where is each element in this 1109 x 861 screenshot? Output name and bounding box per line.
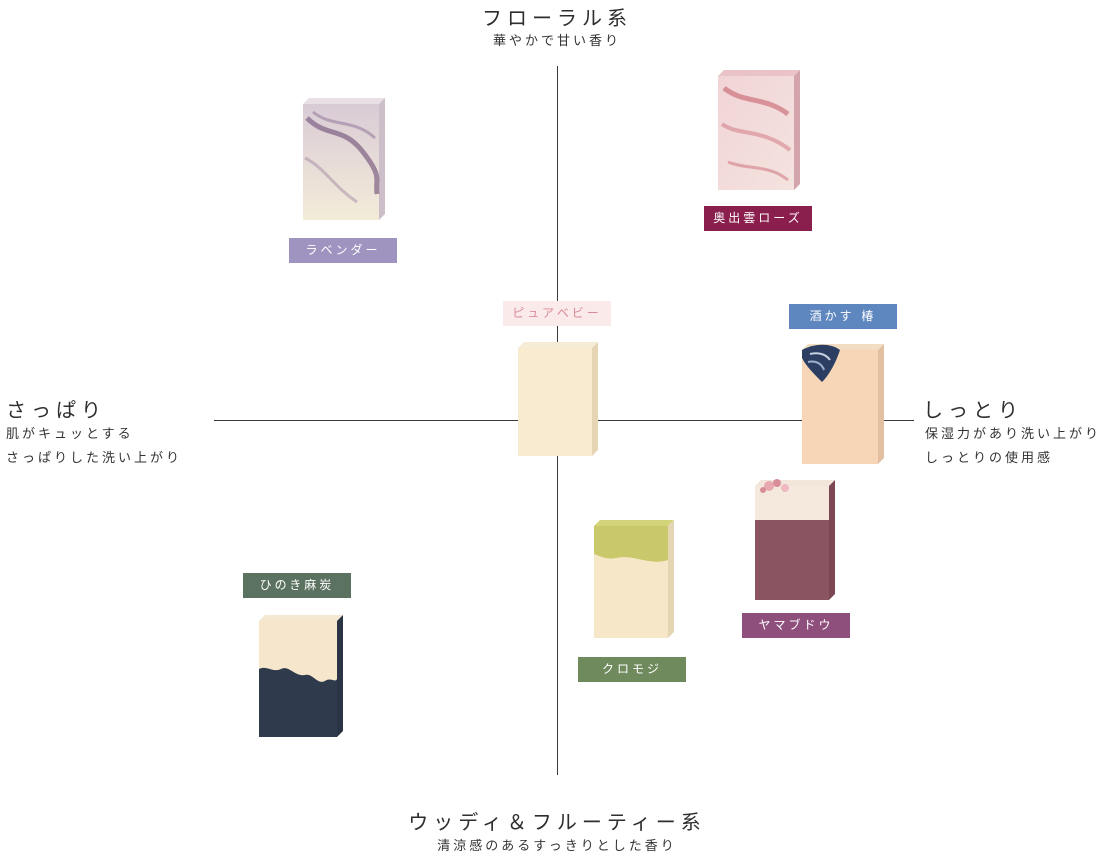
axis-left-subtitle-1: 肌がキュッとする	[6, 427, 134, 442]
axis-bottom-subtitle: 清涼感のあるすっきりとした香り	[437, 839, 677, 854]
yamabudou-soap-icon[interactable]	[755, 479, 835, 602]
rose-soap-icon[interactable]	[718, 70, 800, 192]
axis-top-title: フローラル系	[482, 6, 632, 30]
axis-right-title: しっとり	[923, 398, 1023, 422]
pure-baby-label[interactable]: ピュアベビー	[503, 301, 611, 326]
kuromoji-soap-icon[interactable]	[594, 520, 674, 640]
axis-right-subtitle-2: しっとりの使用感	[925, 451, 1054, 466]
axis-top-subtitle: 華やかで甘い香り	[492, 34, 622, 49]
yamabudou-label[interactable]: ヤマブドウ	[742, 613, 850, 638]
hinoki-charcoal-soap-icon[interactable]	[259, 615, 343, 739]
camellia-soap-icon[interactable]	[802, 344, 884, 466]
kuromoji-label[interactable]: クロモジ	[578, 657, 686, 682]
baby-soap-icon[interactable]	[518, 342, 598, 458]
axis-left-title: さっぱり	[6, 398, 106, 422]
axis-right-subtitle-1: 保湿力があり洗い上がり	[925, 427, 1102, 442]
hinoki-charcoal-label[interactable]: ひのき麻炭	[243, 573, 351, 598]
axis-left-subtitle-2: さっぱりした洗い上がり	[6, 451, 183, 466]
lavender-soap-icon[interactable]	[303, 98, 385, 222]
axis-bottom-title: ウッディ＆フルーティー系	[408, 810, 706, 834]
okuizumo-rose-label[interactable]: 奥出雲ローズ	[704, 206, 812, 231]
lavender-label[interactable]: ラベンダー	[289, 238, 397, 263]
sakekasu-tsubaki-label[interactable]: 酒かす 椿	[789, 304, 897, 329]
